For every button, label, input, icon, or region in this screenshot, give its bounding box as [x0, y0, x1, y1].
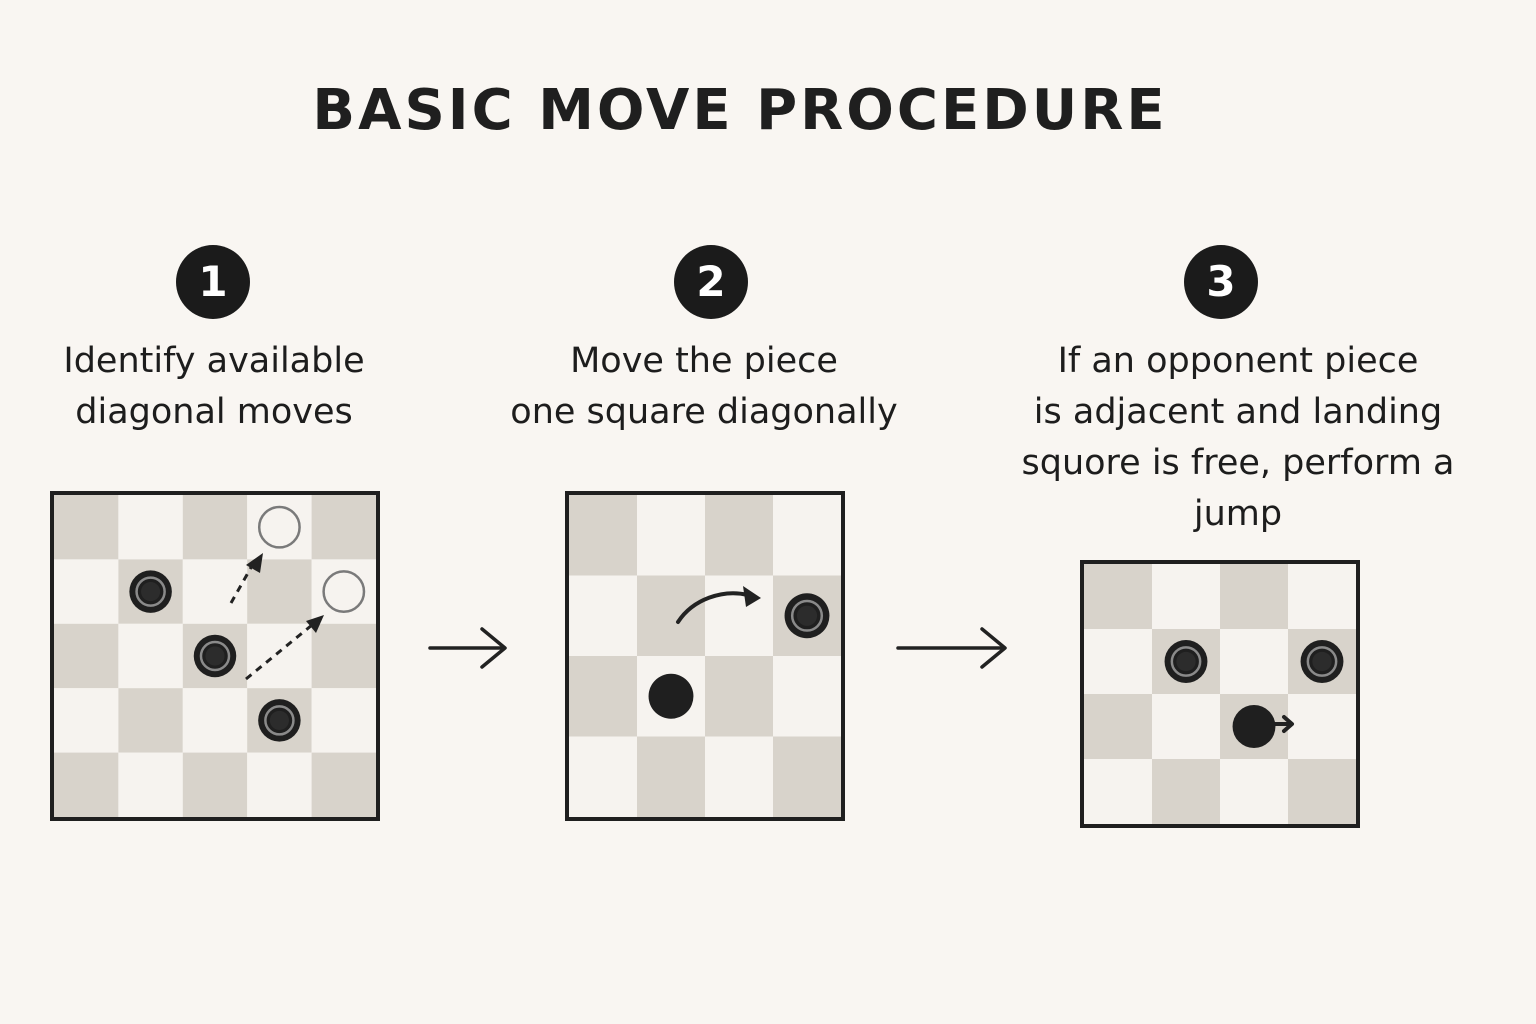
- dark-square: [705, 656, 773, 737]
- dark-square: [1220, 564, 1288, 629]
- step-3-line-2: is adjacent and landing: [1033, 392, 1443, 432]
- dark-square: [637, 736, 705, 817]
- light-square: [569, 575, 637, 656]
- board-step-2: [565, 491, 845, 821]
- step-2-number-badge: 2: [674, 245, 748, 319]
- board-step-3: [1080, 560, 1360, 828]
- step-1-description: Identify available diagonal moves: [16, 336, 412, 438]
- dark-square: [311, 495, 376, 560]
- board-step-1: [50, 491, 380, 821]
- light-square: [1152, 694, 1220, 759]
- dark-square: [1084, 564, 1152, 629]
- step-1-number-badge: 1: [176, 245, 250, 319]
- light-square: [247, 623, 312, 689]
- flow-arrow-right: [896, 627, 1007, 669]
- dashed-arrowhead: [246, 553, 263, 573]
- step-3-line-4: jump: [1193, 494, 1283, 534]
- target-square-marker: [322, 570, 366, 614]
- light-square: [247, 495, 312, 560]
- light-square: [705, 575, 773, 656]
- step-3-line-3: squore is free, perform a: [1021, 443, 1455, 483]
- light-square: [118, 752, 183, 817]
- step-3-description: If an opponent piece is adjacent and lan…: [1000, 336, 1476, 540]
- dark-square: [54, 495, 119, 560]
- curved-move-arrow: [676, 591, 750, 624]
- dark-square: [182, 752, 248, 817]
- flow-arrow-right: [428, 627, 507, 669]
- curved-arrowhead: [743, 586, 761, 607]
- light-square: [118, 495, 183, 560]
- light-square: [311, 559, 376, 624]
- checker-piece-ringed: [784, 593, 830, 639]
- light-square: [1084, 629, 1152, 694]
- board-border: [1080, 560, 1360, 828]
- light-square: [773, 495, 841, 576]
- dark-square: [637, 575, 705, 656]
- dark-square: [1288, 759, 1356, 824]
- light-square: [182, 559, 248, 624]
- step-2-line-2: one square diagonally: [510, 392, 898, 432]
- light-square: [1288, 564, 1356, 629]
- dark-square: [54, 623, 119, 689]
- checker-piece-ringed: [129, 570, 172, 613]
- short-jump-arrowhead: [1282, 715, 1294, 733]
- target-square-marker: [257, 505, 301, 549]
- dark-square: [569, 495, 637, 576]
- light-square: [1220, 629, 1288, 694]
- light-square: [311, 688, 376, 753]
- dark-square: [311, 623, 376, 689]
- dashed-arrowhead: [306, 615, 324, 633]
- checker-piece-solid: [648, 673, 694, 719]
- page-title: BASIC MOVE PROCEDURE: [312, 78, 1168, 143]
- dark-square: [705, 495, 773, 576]
- light-square: [1152, 564, 1220, 629]
- light-square: [1084, 759, 1152, 824]
- step-2-line-1: Move the piece: [570, 341, 838, 381]
- light-square: [705, 736, 773, 817]
- dark-square: [311, 752, 376, 817]
- checker-piece-solid: [1232, 705, 1276, 748]
- step-1-line-2: diagonal moves: [75, 392, 353, 432]
- light-square: [569, 736, 637, 817]
- checker-piece-ringed: [1164, 640, 1208, 683]
- dashed-move-arrow: [245, 623, 313, 681]
- light-square: [1288, 694, 1356, 759]
- step-1-line-1: Identify available: [63, 341, 365, 381]
- light-square: [182, 688, 248, 753]
- checker-piece-ringed: [258, 699, 301, 742]
- dark-square: [1084, 694, 1152, 759]
- board-border: [565, 491, 845, 821]
- checker-piece-ringed: [193, 634, 237, 678]
- light-square: [637, 495, 705, 576]
- dark-square: [773, 736, 841, 817]
- dark-square: [1152, 759, 1220, 824]
- step-3-number-badge: 3: [1184, 245, 1258, 319]
- light-square: [247, 752, 312, 817]
- light-square: [1220, 759, 1288, 824]
- dark-square: [54, 752, 119, 817]
- light-square: [54, 559, 119, 624]
- step-2-description: Move the piece one square diagonally: [494, 336, 914, 438]
- light-square: [773, 656, 841, 737]
- board-border: [50, 491, 380, 821]
- light-square: [54, 688, 119, 753]
- dark-square: [182, 495, 248, 560]
- checker-piece-ringed: [1300, 640, 1344, 683]
- light-square: [118, 623, 183, 689]
- dark-square: [118, 688, 183, 753]
- step-3-line-1: If an opponent piece: [1057, 341, 1419, 381]
- dark-square: [569, 656, 637, 737]
